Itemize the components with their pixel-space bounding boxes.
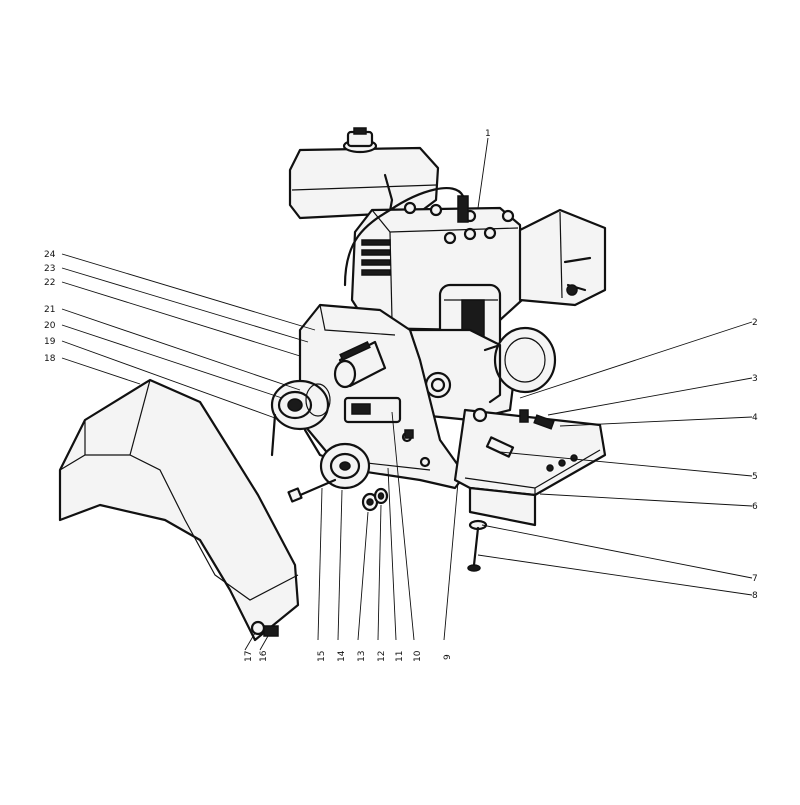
callout-19: 19 (44, 337, 56, 347)
callout-labels: 1 2 3 4 5 6 7 8 9 10 11 12 13 14 15 16 1… (44, 129, 758, 662)
callout-15: 15 (317, 651, 327, 662)
callout-10: 10 (413, 650, 423, 662)
fuel-tank (288, 127, 440, 224)
callout-7: 7 (752, 574, 758, 584)
mounting-hardware (472, 407, 555, 458)
cover-screw (250, 620, 279, 637)
callout-20: 20 (44, 321, 56, 331)
callout-9: 9 (443, 654, 453, 660)
callout-1: 1 (485, 129, 491, 139)
callout-16: 16 (259, 650, 269, 662)
drive-pulley (270, 379, 331, 431)
callout-4: 4 (752, 413, 758, 423)
callout-5: 5 (752, 472, 758, 482)
callout-11: 11 (395, 651, 405, 662)
idler-pulley (319, 442, 371, 490)
leader-lines (61, 137, 753, 651)
callout-23: 23 (44, 264, 55, 274)
callout-8: 8 (752, 591, 758, 601)
cooling-fins (361, 239, 391, 276)
callout-2: 2 (752, 318, 758, 328)
callout-3: 3 (752, 374, 758, 384)
engine-base-frame (453, 408, 607, 527)
callout-13: 13 (357, 651, 367, 662)
drive-shaft (333, 340, 387, 389)
idler-bolt (287, 478, 337, 503)
callout-18: 18 (44, 354, 56, 364)
mounting-bolt (467, 519, 488, 572)
callout-24: 24 (44, 250, 56, 260)
callout-6: 6 (752, 502, 758, 512)
callout-22: 22 (44, 278, 55, 288)
belt-cover (58, 378, 300, 642)
callout-14: 14 (337, 650, 347, 662)
callout-12: 12 (377, 651, 387, 662)
washers (361, 487, 389, 512)
callout-17: 17 (244, 651, 254, 662)
callout-21: 21 (44, 305, 55, 315)
